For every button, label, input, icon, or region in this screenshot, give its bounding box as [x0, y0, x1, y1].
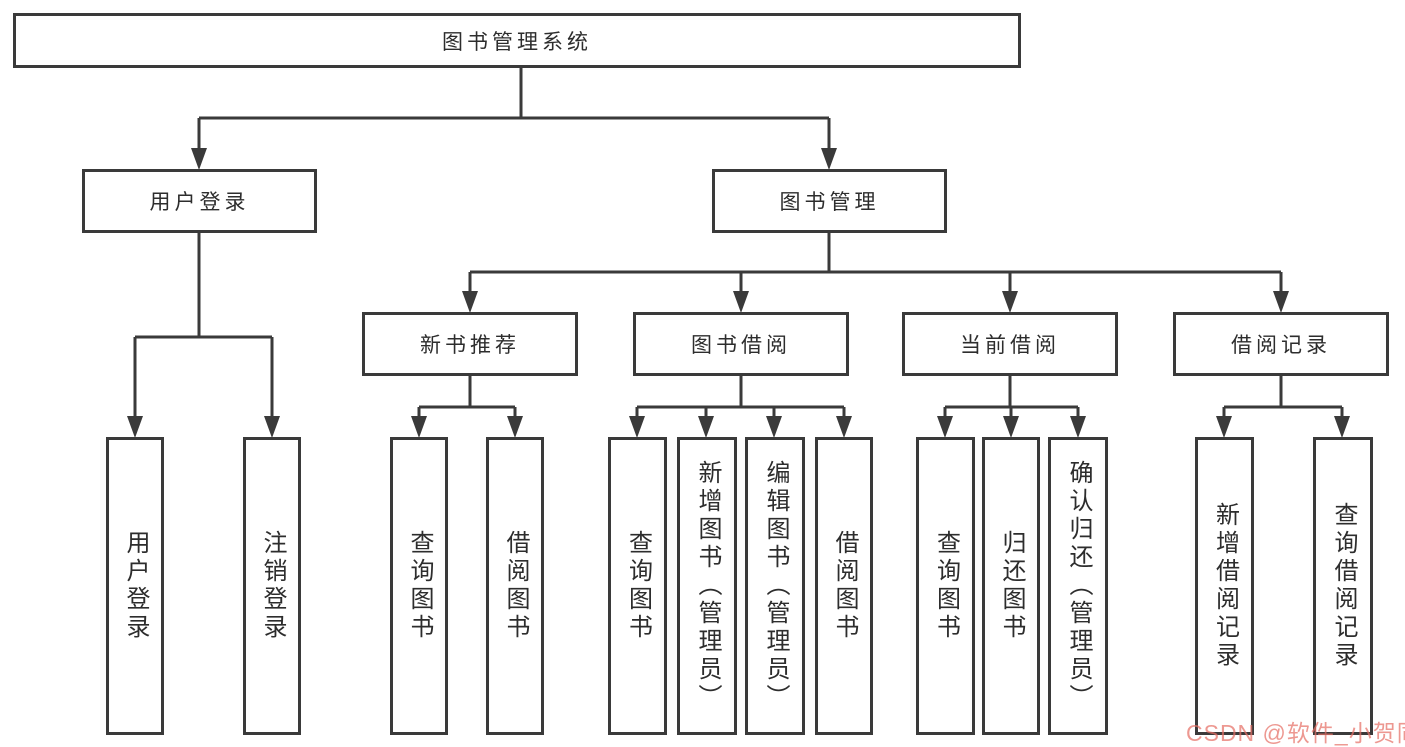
leaf-newbook-borrow-books: 借阅图书 — [486, 437, 544, 735]
leaf-newbook-query-books: 查询图书 — [390, 437, 448, 735]
leaf-borrow-edit-books-admin: 编辑图书（管理员） — [745, 437, 805, 735]
leaf-borrow-borrow-books: 借阅图书 — [815, 437, 873, 735]
arrowhead-icons — [127, 148, 1350, 438]
leaf-logout: 注销登录 — [243, 437, 301, 735]
csdn-watermark: CSDN @软件_小贺同学 — [1186, 720, 1405, 746]
node-current-borrow: 当前借阅 — [902, 312, 1118, 376]
connector-lines — [133, 66, 1344, 420]
node-user-login: 用户登录 — [82, 169, 317, 233]
node-borrow-record: 借阅记录 — [1173, 312, 1389, 376]
node-book-borrow: 图书借阅 — [633, 312, 849, 376]
leaf-current-confirm-return-admin: 确认归还（管理员） — [1048, 437, 1108, 735]
leaf-record-query-borrow-record: 查询借阅记录 — [1313, 437, 1373, 735]
node-book-management: 图书管理 — [712, 169, 947, 233]
node-root-system: 图书管理系统 — [13, 13, 1021, 68]
leaf-record-add-borrow-record: 新增借阅记录 — [1195, 437, 1254, 735]
leaf-borrow-query-books: 查询图书 — [608, 437, 667, 735]
leaf-user-login: 用户登录 — [106, 437, 164, 735]
leaf-current-return-books: 归还图书 — [982, 437, 1040, 735]
leaf-current-query-books: 查询图书 — [916, 437, 975, 735]
node-new-book-recommend: 新书推荐 — [362, 312, 578, 376]
leaf-borrow-add-books-admin: 新增图书（管理员） — [677, 437, 737, 735]
